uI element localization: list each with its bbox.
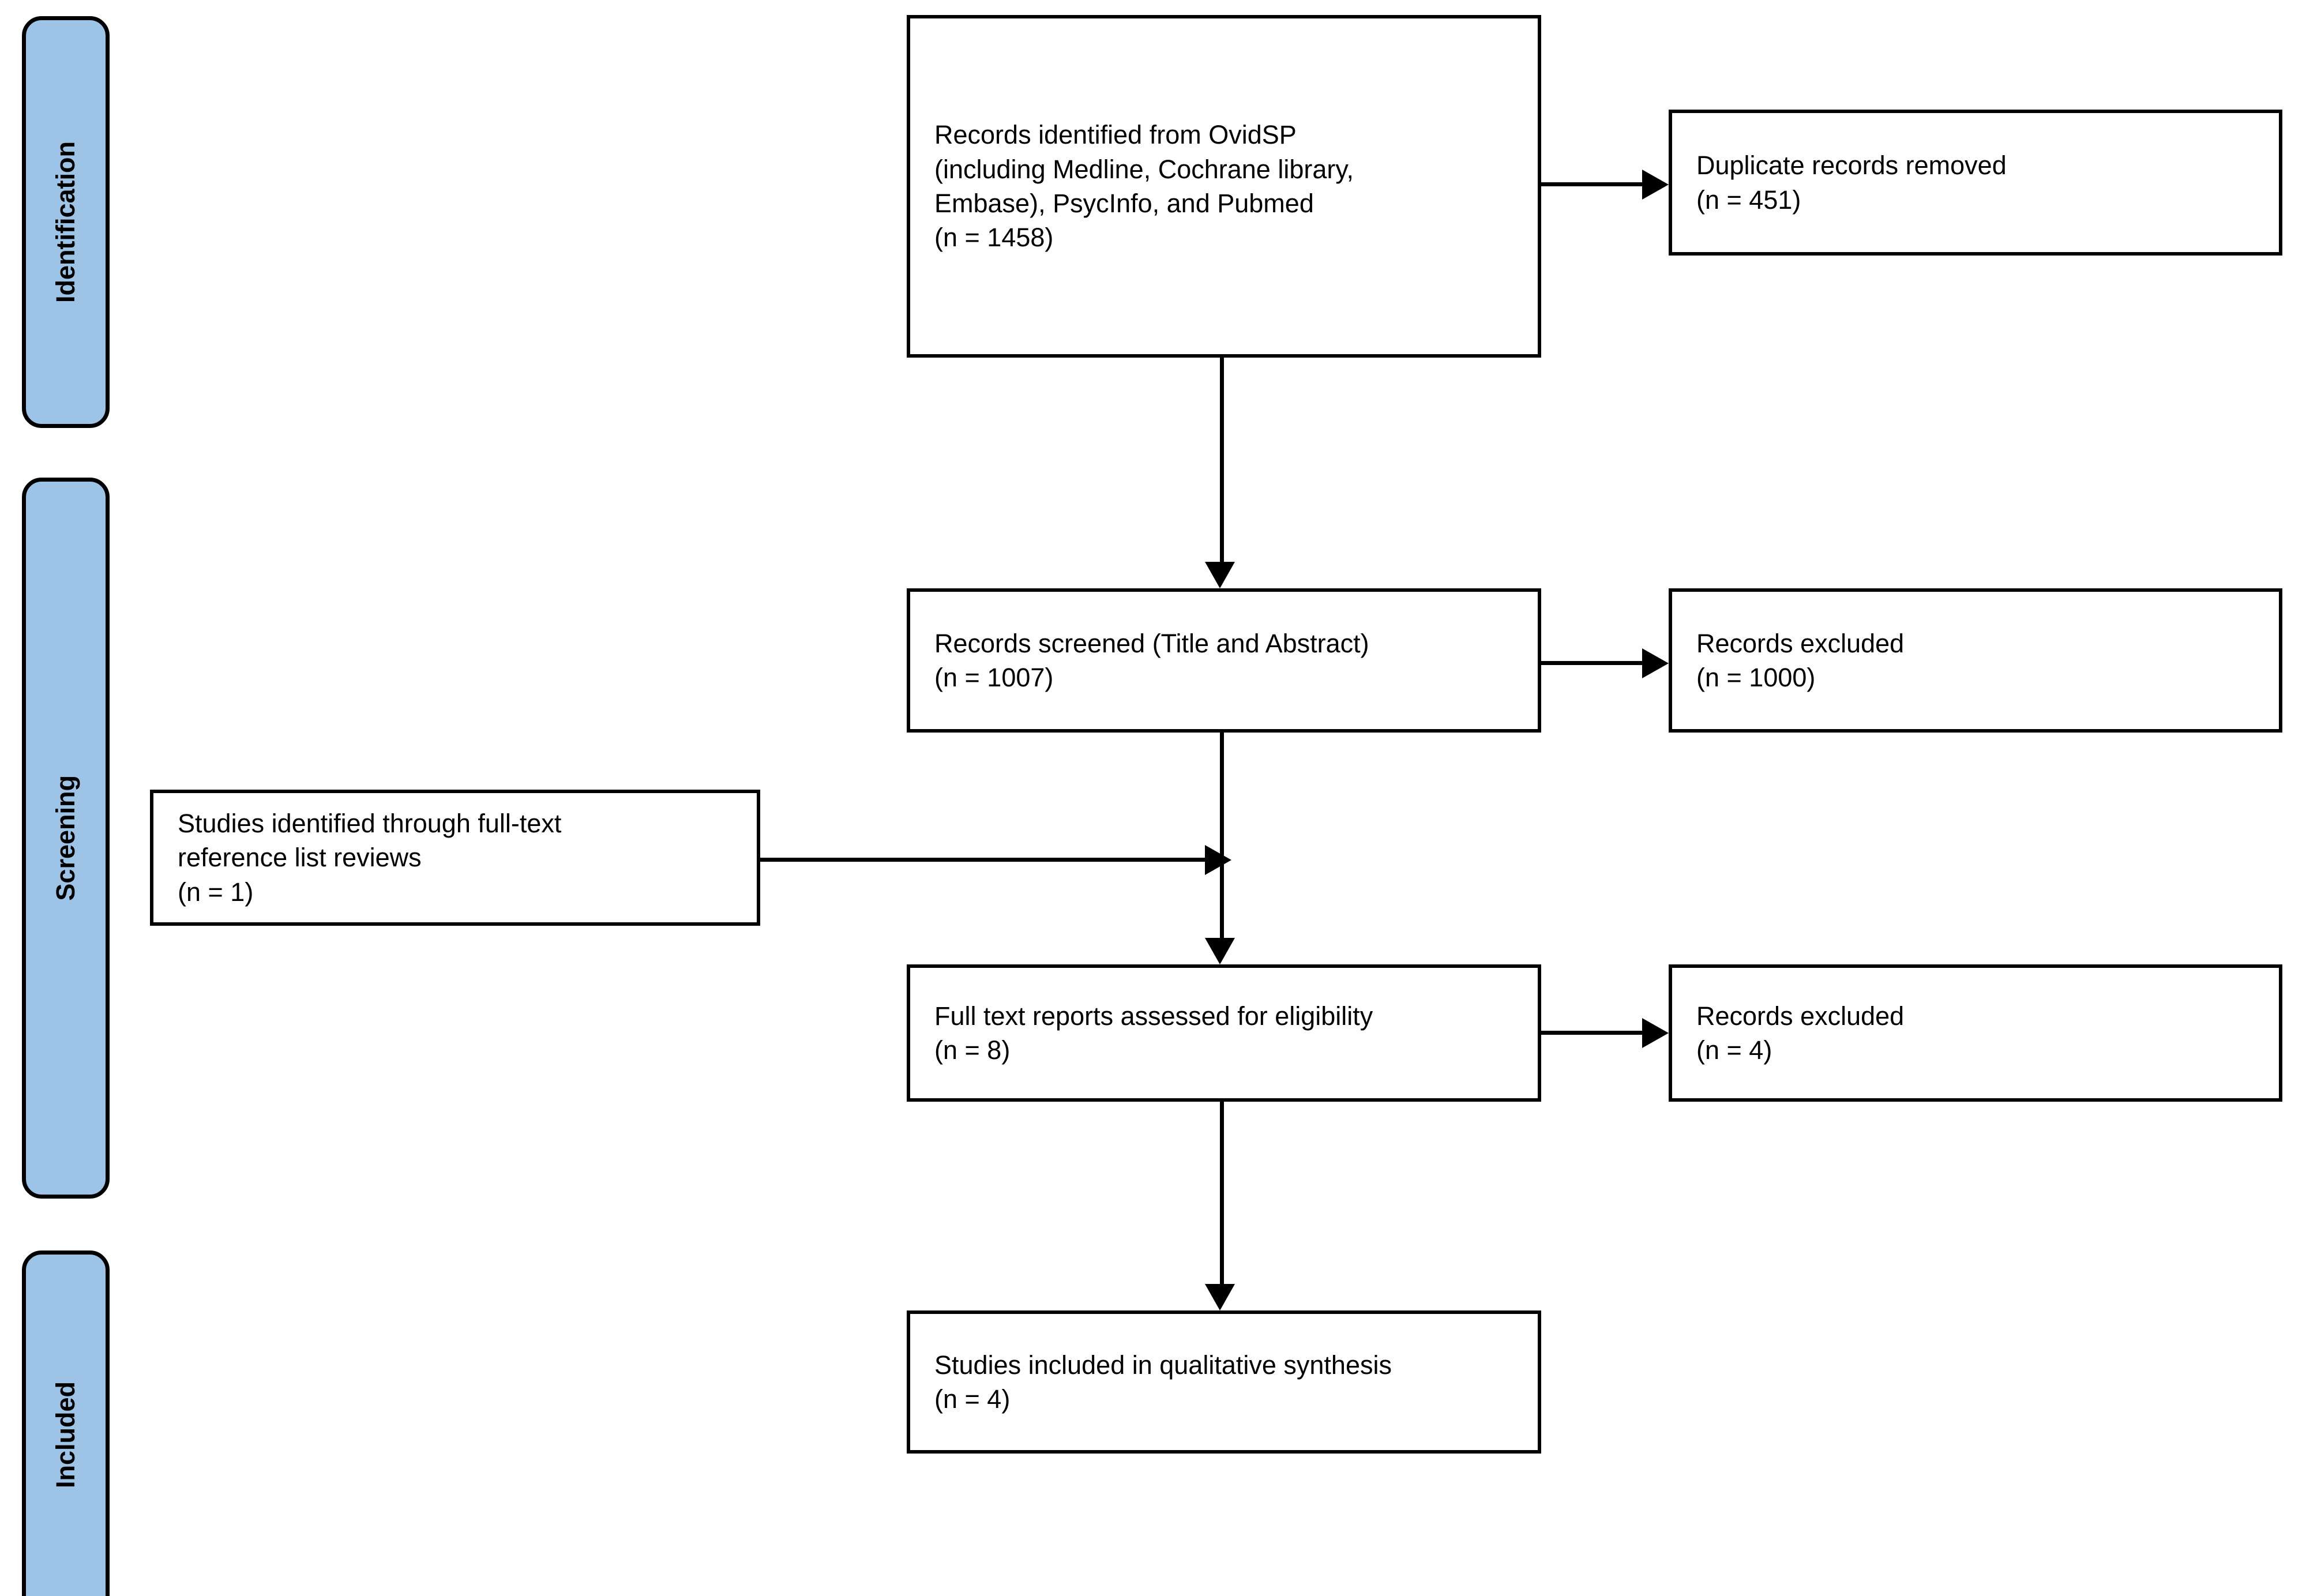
stage-bar-screening: Screening [22, 478, 110, 1199]
box-records-screened: Records screened (Title and Abstract) (n… [907, 588, 1541, 733]
connector-reference-list-to-fulltext [760, 858, 1205, 862]
arrow-down-icon-fulltext-to-included [1205, 1284, 1235, 1310]
stage-bar-identification: Identification [22, 16, 110, 428]
box-records-identified-text: Records identified from OvidSP (includin… [934, 120, 1354, 253]
box-records-screened-text: Records screened (Title and Abstract) (n… [934, 628, 1369, 692]
stage-label-screening: Screening [51, 775, 80, 901]
stage-label-included: Included [51, 1381, 80, 1489]
stage-label-identification: Identification [51, 141, 80, 303]
box-duplicate-records-removed: Duplicate records removed (n = 451) [1669, 110, 2282, 256]
connector-screened-to-fulltext [1220, 733, 1224, 938]
connector-fulltext-to-excluded [1541, 1031, 1642, 1035]
box-duplicate-records-removed-text: Duplicate records removed (n = 451) [1696, 151, 2007, 215]
box-records-excluded-screening-text: Records excluded (n = 1000) [1696, 628, 1905, 692]
arrow-down-icon-screened-to-fulltext [1205, 938, 1235, 964]
arrow-right-icon-fulltext-to-excluded [1642, 1018, 1669, 1048]
box-records-excluded-screening: Records excluded (n = 1000) [1669, 588, 2282, 733]
box-records-excluded-eligibility-text: Records excluded (n = 4) [1696, 1001, 1905, 1065]
box-records-identified: Records identified from OvidSP (includin… [907, 15, 1541, 358]
box-studies-included-qualitative-synthesis: Studies included in qualitative synthesi… [907, 1310, 1541, 1454]
box-studies-identified-reference-list: Studies identified through full-text ref… [150, 790, 760, 926]
box-studies-included-qualitative-synthesis-text: Studies included in qualitative synthesi… [934, 1350, 1392, 1414]
arrow-right-icon-screened-to-excluded [1642, 648, 1669, 678]
box-studies-identified-reference-list-text: Studies identified through full-text ref… [178, 808, 562, 907]
box-full-text-reports-assessed-text: Full text reports assessed for eligibili… [934, 1001, 1373, 1065]
connector-identified-to-screened [1220, 358, 1224, 562]
box-records-excluded-eligibility: Records excluded (n = 4) [1669, 964, 2282, 1102]
arrow-right-icon-reference-list-to-fulltext [1205, 845, 1231, 875]
arrow-down-icon-identified-to-screened [1205, 562, 1235, 588]
arrow-right-icon-identified-to-duplicates [1642, 170, 1669, 200]
connector-identified-to-duplicates [1541, 182, 1642, 186]
connector-screened-to-excluded [1541, 661, 1642, 665]
connector-fulltext-to-included [1220, 1102, 1224, 1284]
box-full-text-reports-assessed: Full text reports assessed for eligibili… [907, 964, 1541, 1102]
stage-bar-included: Included [22, 1250, 110, 1596]
